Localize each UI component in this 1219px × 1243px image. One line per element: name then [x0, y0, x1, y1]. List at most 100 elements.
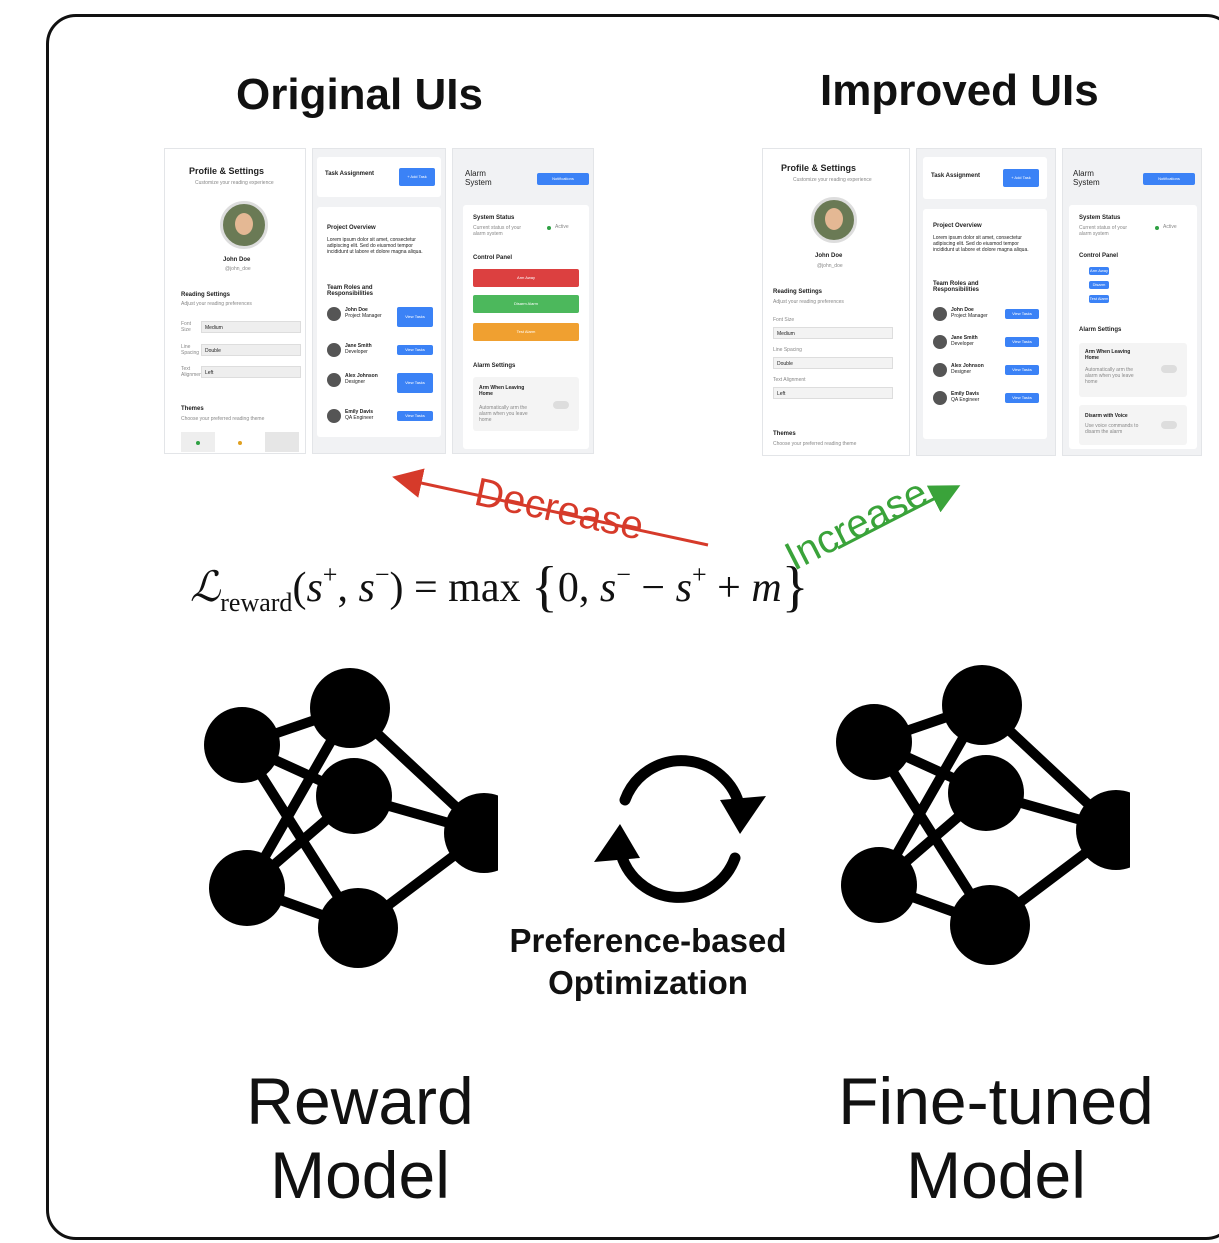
text-align-select[interactable]: Left — [201, 366, 301, 378]
original-ui-screens: Profile & Settings Customize your readin… — [164, 148, 594, 454]
view-tasks-button[interactable]: View Tasks — [397, 345, 433, 355]
system-status-sub: Current status of your alarm system — [473, 225, 522, 237]
formula-close: ) — [389, 565, 404, 611]
formula-minus: − — [630, 565, 676, 611]
member-name: Emily Davis — [951, 391, 980, 397]
member-name: Jane Smith — [345, 343, 372, 349]
themes-sub: Choose your preferred reading theme — [773, 441, 857, 447]
reward-line2: Model — [270, 1138, 450, 1212]
arm-leaving-toggle[interactable] — [1161, 365, 1177, 373]
original-uis-heading: Original UIs — [236, 70, 483, 119]
arm-away-button[interactable]: Arm Away — [473, 269, 579, 287]
profile-name: John Doe — [815, 253, 843, 259]
alarm-title: Alarm System — [1073, 169, 1100, 187]
arm-leaving-title: Arm When Leaving Home — [1085, 349, 1131, 361]
reading-settings-title: Reading Settings — [773, 289, 823, 295]
arm-away-button[interactable]: Arm Away — [1089, 267, 1109, 275]
formula-comma: , — [337, 565, 359, 611]
member-role: Developer — [951, 341, 974, 347]
task-body: Project Overview Lorem ipsum dolor sit a… — [317, 207, 441, 437]
arm-leaving-toggle[interactable] — [553, 401, 569, 409]
notifications-button[interactable]: Notifications — [1143, 173, 1195, 185]
view-tasks-button[interactable]: View Tasks — [1005, 393, 1039, 403]
reward-model-label: Reward Model — [210, 1064, 510, 1212]
themes-title: Themes — [181, 406, 204, 412]
line-spacing-select[interactable]: Double — [773, 357, 893, 369]
neural-network-icon — [204, 668, 498, 968]
view-tasks-button[interactable]: View Tasks — [397, 373, 433, 393]
improved-task-screen: Task Assignment + Add Task Project Overv… — [916, 148, 1056, 456]
alarm-body: System Status Current status of your ala… — [463, 205, 589, 449]
disarm-voice-toggle[interactable] — [1161, 421, 1177, 429]
pbo-line1: Preference-based — [509, 922, 787, 959]
member-role: Project Manager — [345, 313, 382, 319]
refresh-cycle-icon — [594, 755, 766, 903]
avatar — [220, 201, 268, 249]
roles-title: Team Roles and Responsibilities — [327, 285, 374, 297]
text-align-label: Text Alignment — [773, 377, 806, 383]
add-task-button[interactable]: + Add Task — [399, 168, 435, 186]
notifications-button[interactable]: Notifications — [537, 173, 589, 185]
line-spacing-select[interactable]: Double — [201, 344, 301, 356]
member-name: John Doe — [951, 307, 974, 313]
disarm-button[interactable]: Disarm Alarm — [1089, 281, 1109, 295]
task-body: Project Overview Lorem ipsum dolor sit a… — [923, 209, 1047, 439]
alarm-title: Alarm System — [465, 169, 492, 187]
member-role: Project Manager — [951, 313, 988, 319]
reading-settings-title: Reading Settings — [181, 292, 231, 298]
disarm-voice-title: Disarm with Voice — [1085, 413, 1128, 419]
formula-s2-sup: − — [374, 560, 390, 589]
theme-sepia[interactable] — [223, 432, 257, 452]
view-tasks-button[interactable]: View Tasks — [1005, 365, 1039, 375]
theme-light[interactable] — [181, 432, 215, 452]
avatar — [811, 197, 857, 243]
overview-text: Lorem ipsum dolor sit amet, consectetur … — [327, 237, 423, 255]
task-header: Task Assignment + Add Task — [923, 157, 1047, 199]
task-title: Task Assignment — [325, 171, 375, 177]
view-tasks-button[interactable]: View Tasks — [1005, 337, 1039, 347]
add-task-button[interactable]: + Add Task — [1003, 169, 1039, 187]
formula-s1: s — [306, 565, 323, 611]
alarm-settings-title: Alarm Settings — [1079, 327, 1122, 333]
roles-title: Team Roles and Responsibilities — [933, 281, 980, 293]
status-value: Active — [555, 224, 569, 230]
reading-settings-sub: Adjust your reading preferences — [181, 301, 252, 307]
member-role: QA Engineer — [951, 397, 980, 403]
font-size-select[interactable]: Medium — [773, 327, 893, 339]
formula-L: ℒ — [190, 562, 221, 611]
member-name: Alex Johnson — [345, 373, 378, 379]
pbo-label: Preference-based Optimization — [478, 920, 818, 1004]
test-alarm-button[interactable]: Test Alarm — [473, 323, 579, 341]
task-title: Task Assignment — [931, 173, 981, 179]
view-tasks-button[interactable]: View Tasks — [397, 307, 433, 327]
view-tasks-button[interactable]: View Tasks — [1005, 309, 1039, 319]
text-align-select[interactable]: Left — [773, 387, 893, 399]
font-size-select[interactable]: Medium — [201, 321, 301, 333]
original-profile-screen: Profile & Settings Customize your readin… — [164, 148, 306, 454]
formula-m: m — [751, 565, 782, 611]
member-name: John Doe — [345, 307, 368, 313]
test-alarm-button[interactable]: Test Alarm — [1089, 295, 1109, 303]
member-role: Designer — [345, 379, 366, 385]
figure-frame — [46, 14, 1219, 1240]
profile-subtitle: Customize your reading experience — [195, 180, 274, 186]
arm-leaving-title: Arm When Leaving Home — [479, 385, 525, 397]
theme-dark[interactable] — [265, 432, 299, 452]
profile-handle: @john_doe — [817, 263, 843, 269]
formula-s4-sup: + — [691, 560, 707, 589]
formula-s1-sup: + — [322, 560, 338, 589]
view-tasks-button[interactable]: View Tasks — [397, 411, 433, 421]
overview-title: Project Overview — [933, 223, 982, 229]
line-spacing-label: Line Spacing — [773, 347, 802, 353]
profile-title: Profile & Settings — [781, 163, 857, 173]
original-alarm-screen: Alarm System Notifications System Status… — [452, 148, 594, 454]
formula-open: ( — [292, 565, 307, 611]
disarm-button[interactable]: Disarm Alarm — [473, 295, 579, 313]
finetuned-model-label: Fine-tuned Model — [796, 1064, 1196, 1212]
formula-sub: reward — [220, 588, 293, 617]
status-dot-icon — [547, 226, 551, 230]
font-size-label: Font Size — [181, 321, 192, 333]
system-status-title: System Status — [473, 215, 515, 221]
disarm-voice-setting: Disarm with Voice Use voice commands to … — [1079, 405, 1187, 445]
formula-s3-sup: − — [616, 560, 631, 589]
